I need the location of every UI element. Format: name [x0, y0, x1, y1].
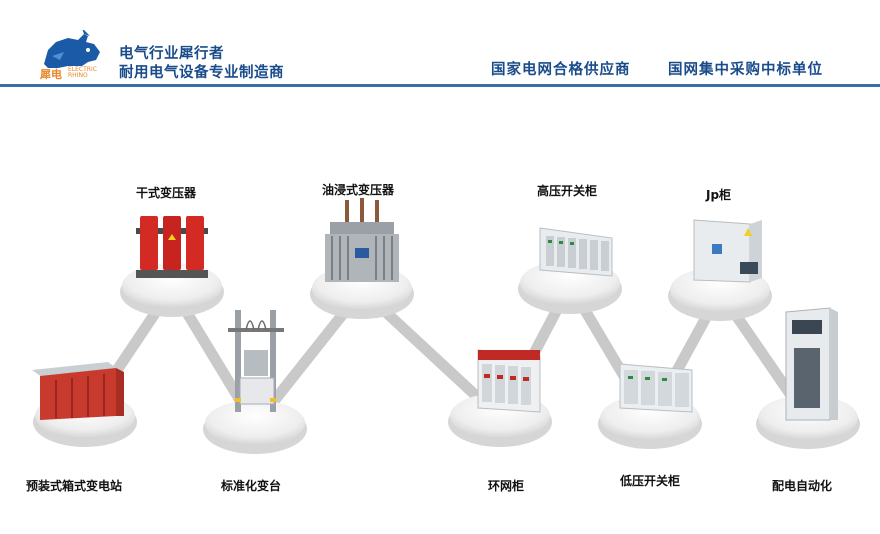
rhino-logo-icon	[44, 30, 100, 68]
header-divider	[0, 84, 880, 87]
header: 犀电 ELECTRIC RHINO 电气行业犀行者 耐用电气设备专业制造商 国家…	[0, 0, 880, 87]
dry-transformer-icon	[136, 216, 208, 278]
ring-main-unit-icon	[477, 349, 541, 413]
slogan-line-2: 耐用电气设备专业制造商	[119, 65, 284, 81]
certification-2: 国网集中采购中标单位	[668, 62, 823, 78]
label-standard-platform: 标准化变台	[221, 479, 282, 493]
pedestal-discs	[33, 260, 860, 454]
label-hv-switchgear: 高压开关柜	[537, 184, 598, 198]
label-box-substation: 预装式箱式变电站	[26, 479, 123, 493]
disc-standard-platform	[203, 400, 307, 454]
distribution-automation-icon	[785, 307, 838, 421]
disc-hv-switchgear	[518, 260, 622, 314]
certification-1: 国家电网合格供应商	[491, 62, 631, 78]
slogan-line-1: 电气行业犀行者	[119, 46, 224, 62]
lv-switchgear-icon	[619, 363, 693, 413]
jp-cabinet-icon	[693, 219, 762, 283]
hv-switchgear-icon	[539, 227, 613, 277]
label-jp-cabinet: Jp柜	[706, 188, 732, 202]
label-ring-main-unit: 环网柜	[488, 479, 525, 493]
oil-transformer-icon	[325, 198, 399, 282]
label-oil-transformer: 油浸式变压器	[322, 183, 395, 197]
label-lv-switchgear: 低压开关柜	[620, 474, 681, 488]
label-dry-transformer: 干式变压器	[136, 186, 197, 200]
label-distribution-automation: 配电自动化	[772, 479, 833, 493]
standard-platform-icon	[228, 310, 284, 412]
box-substation-icon	[32, 362, 124, 420]
logo-subtext: ELECTRIC RHINO	[68, 66, 97, 79]
logo-text: 犀电	[40, 68, 62, 81]
